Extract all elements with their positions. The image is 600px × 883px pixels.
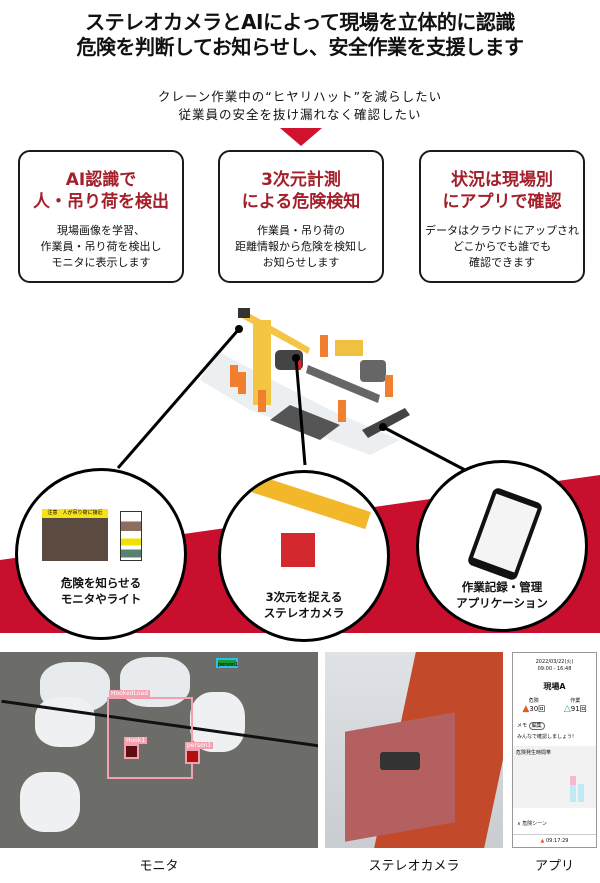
person-box-danger: person1 <box>185 742 214 764</box>
warning-icon: ▲ <box>522 704 530 714</box>
app-site-name: 現場A <box>543 682 566 691</box>
danger-label: 危険 <box>528 698 539 704</box>
device-label: ステレオカメラ <box>263 606 345 620</box>
feature-text: 確認できます <box>469 256 535 269</box>
device-monitor-light: 注意 人が吊り荷に接近 危険を知らせるモニタやライト <box>15 468 187 640</box>
monitor-photo: HookedLoad Hook1 person1 person1 <box>0 652 318 848</box>
feature-text: 作業員・吊り荷を検出し <box>40 240 162 253</box>
feature-title: 状況は現場別 <box>451 170 553 190</box>
feature-title: にアプリで確認 <box>442 192 562 212</box>
down-arrow-icon <box>280 128 322 146</box>
hooked-load-box: HookedLoad <box>107 690 193 779</box>
headline-1: ステレオカメラとAIによって現場を立体的に認識 <box>85 10 515 34</box>
feature-text: 作業員・吊り荷の <box>257 224 345 237</box>
device-label: モニタやライト <box>60 592 142 606</box>
camera-lens-icon <box>380 752 420 770</box>
subhead-1: クレーン作業中の“ヒヤリハット”を減らしたい <box>157 89 443 104</box>
detection-tag: HookedLoad <box>109 690 151 697</box>
subhead-2: 従業員の安全を抜け漏れなく確認したい <box>178 107 422 122</box>
construction-site-icon <box>200 308 410 455</box>
camera-caption: ステレオカメラ <box>368 859 460 874</box>
work-label: 作業 <box>570 698 581 704</box>
feature-text: どこからでも誰でも <box>452 240 552 253</box>
detection-tag: Hook1 <box>124 737 148 744</box>
feature-title: による危険検知 <box>241 192 361 212</box>
app-screenshot: 2022/03/22(火)09:00 - 16:48 現場A 危険▲30回 作業… <box>512 652 597 848</box>
feature-text: 現場画像を学習、 <box>57 224 145 237</box>
feature-title: 3次元計測 <box>261 170 341 190</box>
app-time-range: 09:00 - 16:48 <box>537 666 572 672</box>
last-alert-time: 09:17:29 <box>545 838 569 844</box>
chart-bar <box>570 776 576 802</box>
chart-title: 危険発生時間帯 <box>516 750 552 756</box>
feature-text: お知らせします <box>262 256 340 269</box>
danger-scene-toggle[interactable]: ∧ 危険シーン <box>517 821 547 827</box>
app-caption: アプリ <box>534 859 574 874</box>
feature-text: 距離情報から危険を検知し <box>235 240 367 253</box>
detection-tag: person1 <box>218 662 239 668</box>
monitor-image: 注意 人が吊り荷に接近 <box>42 509 108 561</box>
feature-ai-detection: AI認識で人・吊り荷を検出 現場画像を学習、作業員・吊り荷を検出しモニタに表示し… <box>18 150 184 283</box>
feature-text: モニタに表示します <box>51 256 151 269</box>
feature-3d-measurement: 3次元計測による危険検知 作業員・吊り荷の距離情報から危険を検知しお知らせします <box>218 150 384 283</box>
feature-title: AI認識で <box>65 170 137 190</box>
headline-2: 危険を判断してお知らせし、安全作業を支援します <box>76 35 524 59</box>
device-label: 3次元を捉える <box>265 590 343 604</box>
signal-light-icon <box>120 511 142 561</box>
work-count: 91回 <box>570 705 587 713</box>
memo-text: みんなで確認しましょう! <box>517 734 575 740</box>
device-label: 危険を知らせる <box>60 576 142 590</box>
monitor-caption: モニタ <box>139 859 179 874</box>
camera-box-icon <box>281 533 315 567</box>
hook-box: Hook1 <box>124 737 148 759</box>
device-label: アプリケーション <box>456 596 548 610</box>
monitor-banner: 注意 人が吊り荷に接近 <box>42 509 108 518</box>
memo-edit-button[interactable]: 編集 <box>528 722 545 730</box>
feature-title: 人・吊り荷を検出 <box>33 192 169 212</box>
work-icon: △ <box>563 704 571 714</box>
danger-count: 30回 <box>529 705 546 713</box>
camera-housing <box>345 712 455 842</box>
device-stereo-camera: 3次元を捉えるステレオカメラ <box>218 470 390 642</box>
feature-text: データはクラウドにアップされ <box>425 224 579 237</box>
memo-label: メモ <box>517 723 528 729</box>
chart-bar <box>578 784 584 802</box>
person-box: person1 <box>216 658 238 668</box>
smartphone-icon <box>466 486 544 582</box>
device-label: 作業記録・管理 <box>461 580 543 594</box>
stereo-camera-photo <box>325 652 503 848</box>
feature-app-check: 状況は現場別にアプリで確認 データはクラウドにアップされどこからでも誰でも確認で… <box>419 150 585 283</box>
detection-tag: person1 <box>185 742 214 749</box>
app-date: 2022/03/22(火) <box>535 659 574 665</box>
device-app: 作業記録・管理アプリケーション <box>416 460 588 632</box>
warning-icon: ▲ <box>540 838 545 844</box>
